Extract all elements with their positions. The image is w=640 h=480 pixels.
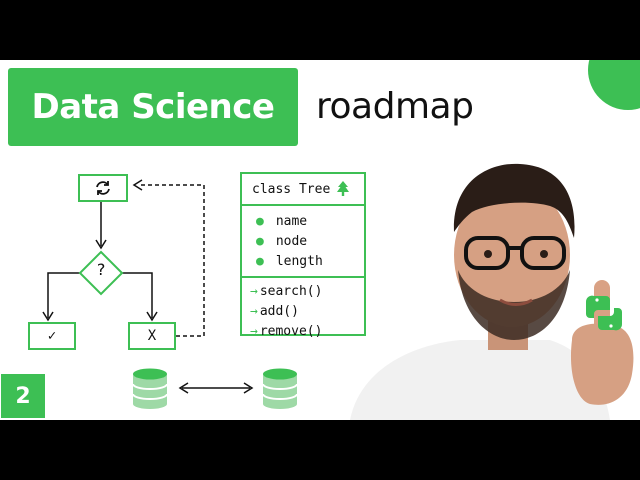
class-methods: →search() →add() →remove() xyxy=(242,278,364,342)
decision-label: ? xyxy=(96,260,106,279)
field-item: ●name xyxy=(256,214,308,229)
no-outcome-box: X xyxy=(128,322,176,350)
check-icon: ✓ xyxy=(47,328,57,344)
refresh-icon xyxy=(96,181,110,195)
decision-diamond xyxy=(78,250,124,296)
class-diagram-card: class Tree ●name ●node ●length →search()… xyxy=(240,172,366,339)
title-banner: Data Science xyxy=(8,68,298,146)
method-item: →add() xyxy=(250,304,299,319)
tree-icon xyxy=(337,181,350,196)
yes-outcome-box: ✓ xyxy=(28,322,76,350)
subtitle-text: roadmap xyxy=(316,86,474,127)
field-item: ●node xyxy=(256,234,308,249)
class-header: class Tree xyxy=(242,174,364,206)
class-header-label: class Tree xyxy=(252,181,331,197)
presenter-photo xyxy=(350,163,634,420)
database-icon xyxy=(132,368,168,409)
flowchart-connectors xyxy=(42,179,254,394)
database-icon xyxy=(262,368,298,409)
episode-badge: 2 xyxy=(1,374,45,418)
class-fields: ●name ●node ●length xyxy=(242,206,364,278)
method-item: →remove() xyxy=(250,324,323,339)
field-item: ●length xyxy=(256,254,323,269)
python-logo-icon xyxy=(585,295,623,331)
method-item: →search() xyxy=(250,284,323,299)
loop-box xyxy=(78,174,128,202)
no-outcome-label: X xyxy=(147,328,157,344)
title-text: Data Science xyxy=(31,87,275,127)
thumbnail-canvas: Data Science roadmap ? ✓ X xyxy=(0,60,640,420)
